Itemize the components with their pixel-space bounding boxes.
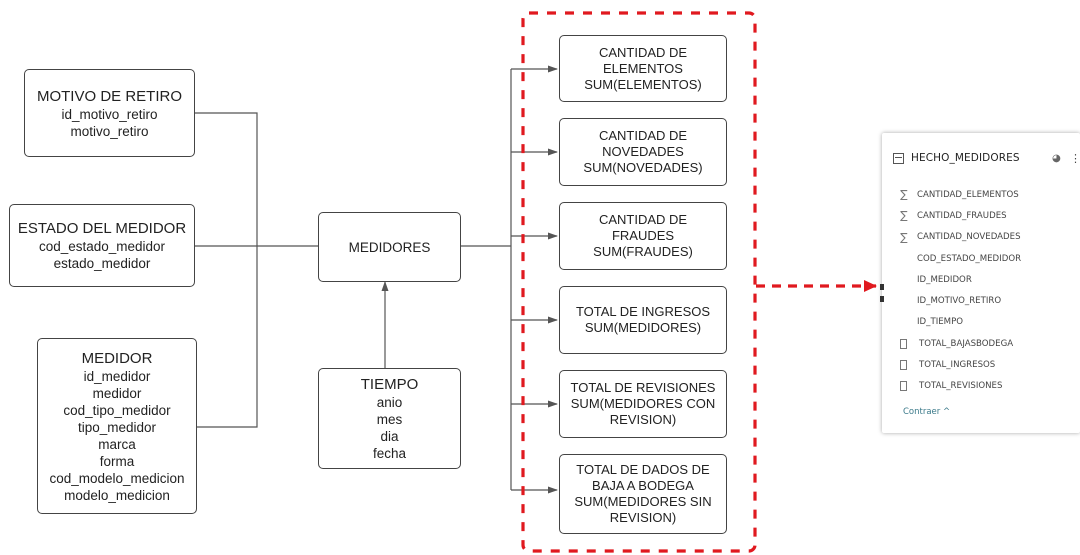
measure-line: SUM(ELEMENTOS)	[584, 76, 702, 92]
dim-field: cod_estado_medidor	[38, 239, 166, 254]
dim-field: cod_modelo_medicion	[49, 470, 185, 486]
measure-line: SUM(MEDIDORES SIN	[574, 494, 712, 509]
dim-field: id_medidor	[83, 368, 151, 384]
pbi-field[interactable]: ∑ CANTIDAD_FRAUDES	[882, 205, 1080, 226]
dim-tiempo: TIEMPO anio mes dia fecha	[318, 368, 461, 469]
pbi-field[interactable]: ∑ CANTIDAD_ELEMENTOS	[882, 184, 1080, 205]
dim-title: ESTADO DEL MEDIDOR	[17, 220, 187, 237]
collapse-link[interactable]: Contraer ^	[903, 407, 951, 417]
fact-medidores: MEDIDORES	[318, 212, 461, 282]
pbi-field[interactable]: TOTAL_REVISIONES	[882, 376, 1080, 397]
connector-handle[interactable]	[880, 284, 884, 290]
pbi-field-name: CANTIDAD_NOVEDADES	[917, 232, 1021, 243]
pbi-field-name: TOTAL_REVISIONES	[919, 381, 1003, 392]
measure-line: FRAUDES	[611, 228, 675, 243]
dim-field: motivo_retiro	[70, 123, 149, 139]
measures-highlight-frame	[521, 11, 757, 553]
dim-field: dia	[380, 429, 399, 444]
pbi-field-name: COD_ESTADO_MEDIDOR	[917, 253, 1022, 264]
dimension-connectors	[195, 112, 389, 428]
pbi-field-list: ∑CANTIDAD_ELEMENTOS ∑CANTIDAD_FRAUDES ∑C…	[882, 184, 1080, 397]
eye-icon[interactable]: ◕	[1052, 152, 1061, 164]
pbi-field-name: TOTAL_BAJASBODEGA	[919, 338, 1014, 349]
dim-medidor: MEDIDOR id_medidor medidor cod_tipo_medi…	[37, 338, 197, 514]
dim-field: tipo_medidor	[77, 419, 157, 435]
measure-box: CANTIDAD DE NOVEDADES SUM(NOVEDADES)	[559, 118, 727, 186]
pbi-field-name: CANTIDAD_FRAUDES	[917, 210, 1007, 221]
sigma-icon: ∑	[900, 230, 908, 244]
dim-field: estado_medidor	[53, 256, 151, 271]
measure-line: TOTAL DE DADOS DE	[576, 462, 710, 477]
calculator-icon	[900, 360, 907, 371]
measure-box: TOTAL DE INGRESOS SUM(MEDIDORES)	[559, 286, 727, 354]
dim-field: cod_tipo_medidor	[63, 402, 171, 418]
pbi-table-card[interactable]: HECHO_MEDIDORES ◕ ⋮ ∑CANTIDAD_ELEMENTOS …	[882, 133, 1080, 433]
pbi-field-name: TOTAL_INGRESOS	[919, 360, 996, 371]
calculator-icon	[900, 381, 907, 392]
more-options-icon[interactable]: ⋮	[1070, 151, 1080, 165]
table-icon	[893, 152, 904, 164]
pbi-field[interactable]: ∑ CANTIDAD_NOVEDADES	[882, 227, 1080, 248]
measure-line: SUM(MEDIDORES)	[584, 320, 702, 335]
measure-box: CANTIDAD DE FRAUDES SUM(FRAUDES)	[559, 202, 727, 270]
pbi-field[interactable]: ∑ID_MOTIVO_RETIRO	[882, 290, 1080, 311]
dim-title: MEDIDOR	[81, 349, 153, 367]
pbi-field-name: CANTIDAD_ELEMENTOS	[917, 189, 1019, 200]
dim-field: fecha	[372, 446, 407, 461]
measure-line: TOTAL DE REVISIONES	[570, 380, 716, 395]
pbi-field[interactable]: ∑ID_MEDIDOR	[882, 269, 1080, 290]
measure-line: REVISION)	[609, 412, 677, 427]
pbi-field-name: ID_TIEMPO	[917, 317, 964, 328]
measure-line: CANTIDAD DE	[598, 212, 688, 227]
measure-line: CANTIDAD DE	[598, 128, 688, 143]
measure-line: NOVEDADES	[602, 144, 684, 159]
measure-box: TOTAL DE REVISIONES SUM(MEDIDORES CON RE…	[559, 370, 727, 438]
measure-line: SUM(FRAUDES)	[593, 244, 693, 259]
measure-line: BAJA A BODEGA	[592, 478, 694, 493]
calculator-icon	[900, 338, 907, 349]
measure-line: ELEMENTOS	[603, 60, 683, 76]
dim-estado-medidor: ESTADO DEL MEDIDOR cod_estado_medidor es…	[9, 204, 195, 287]
fact-title: MEDIDORES	[348, 239, 431, 255]
dim-field: medidor	[92, 385, 142, 401]
pbi-field-name: ID_MOTIVO_RETIRO	[917, 296, 1002, 307]
measure-box: TOTAL DE DADOS DE BAJA A BODEGA SUM(MEDI…	[559, 454, 727, 534]
measure-line: SUM(MEDIDORES CON	[570, 396, 716, 411]
pbi-field[interactable]: ∑ID_TIEMPO	[882, 312, 1080, 333]
dim-field: id_motivo_retiro	[61, 106, 158, 122]
pbi-table-header[interactable]: HECHO_MEDIDORES ◕ ⋮	[882, 147, 1080, 169]
dim-field: modelo_medicion	[64, 487, 170, 503]
pbi-field[interactable]: ∑COD_ESTADO_MEDIDOR	[882, 248, 1080, 269]
dim-field: mes	[376, 412, 403, 427]
sigma-icon: ∑	[900, 209, 908, 223]
measure-line: REVISION)	[609, 510, 677, 525]
dim-title: MOTIVO DE RETIRO	[36, 87, 182, 105]
pbi-table-title: HECHO_MEDIDORES	[911, 152, 1020, 164]
dim-field: marca	[98, 436, 136, 452]
measure-line: CANTIDAD DE	[598, 44, 688, 60]
measure-line: TOTAL DE INGRESOS	[575, 304, 711, 319]
dim-title: TIEMPO	[360, 376, 419, 393]
dim-field: anio	[376, 395, 403, 410]
dim-motivo-retiro: MOTIVO DE RETIRO id_motivo_retiro motivo…	[24, 69, 195, 157]
sigma-icon: ∑	[900, 188, 908, 202]
connector-handle[interactable]	[880, 296, 884, 302]
dim-field: forma	[99, 453, 135, 469]
measure-connectors	[461, 65, 558, 494]
pbi-field[interactable]: TOTAL_BAJASBODEGA	[882, 333, 1080, 354]
measure-line: SUM(NOVEDADES)	[583, 160, 703, 175]
pbi-field[interactable]: TOTAL_INGRESOS	[882, 354, 1080, 375]
pbi-field-name: ID_MEDIDOR	[917, 274, 972, 285]
measure-box: CANTIDAD DE ELEMENTOS SUM(ELEMENTOS)	[559, 35, 727, 102]
